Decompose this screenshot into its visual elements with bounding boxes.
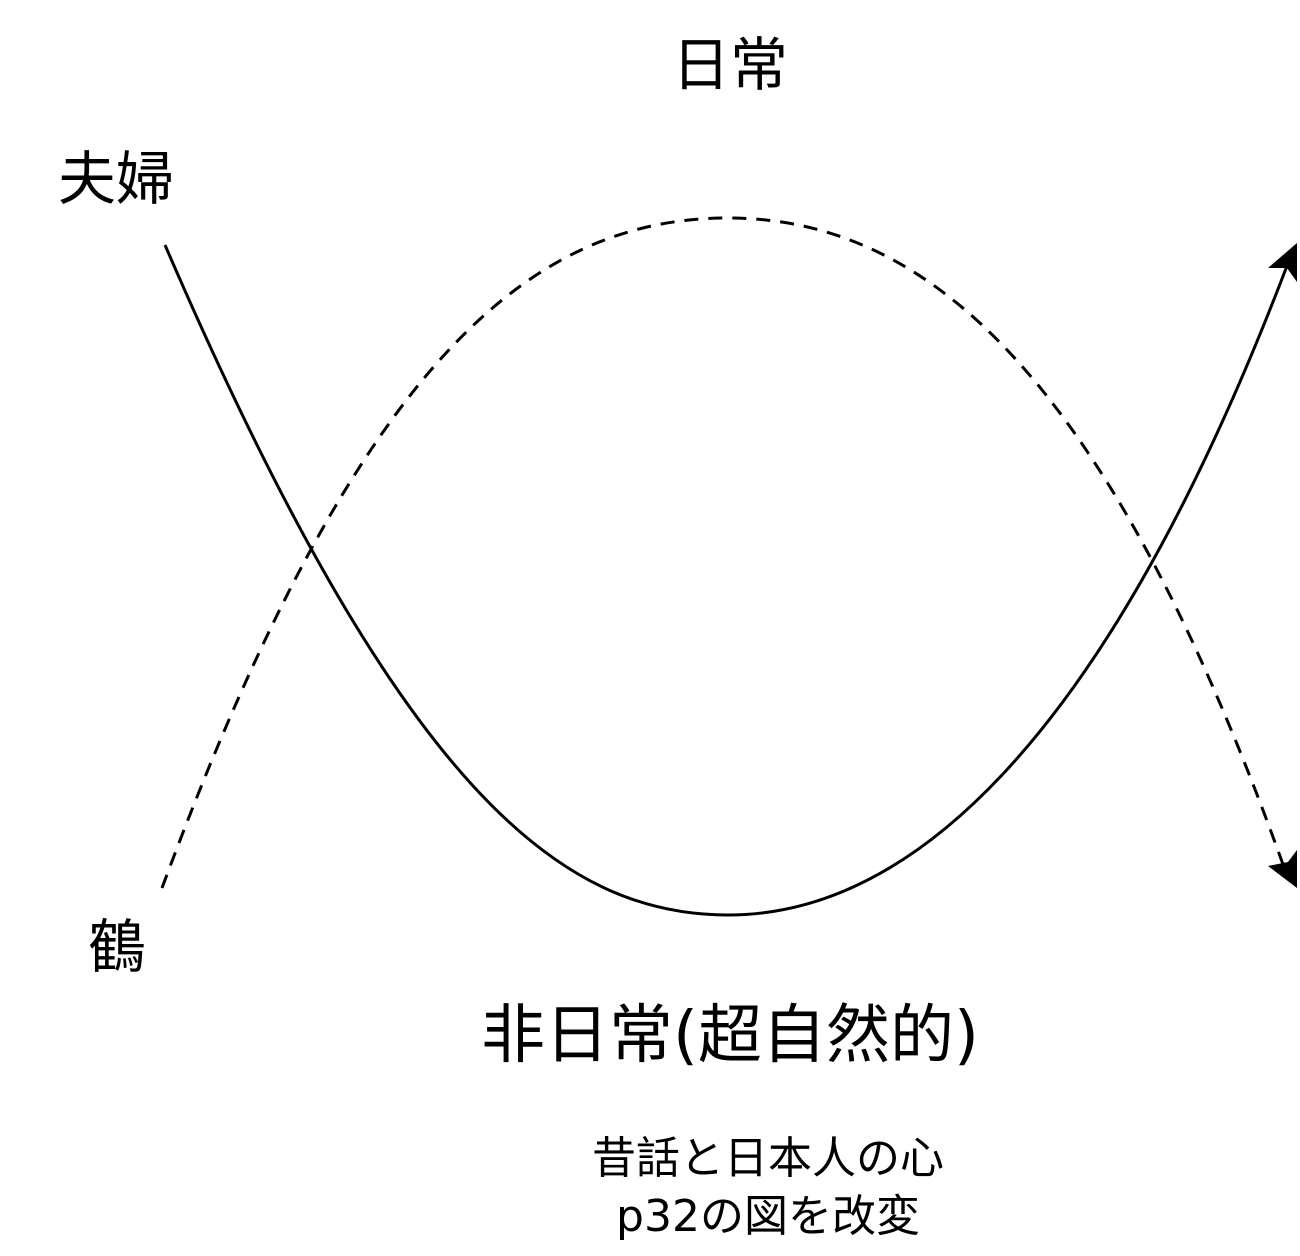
dashed-arrowhead xyxy=(1268,850,1297,888)
crane-label: 鶴 xyxy=(88,913,147,981)
non-ordinary-label: 非日常(超自然的) xyxy=(481,999,979,1073)
source-note-line2: p32の図を改変 xyxy=(616,1191,920,1242)
solid-arrowhead xyxy=(1268,243,1297,282)
couple-label: 夫婦 xyxy=(58,145,175,213)
ordinary-label: 日常 xyxy=(671,31,788,99)
couple-solid-curve xyxy=(163,244,1292,917)
crane-dashed-curve xyxy=(160,216,1287,889)
source-note: 昔話と日本人の心 p32の図を改変 xyxy=(0,1130,1300,1246)
source-note-line1: 昔話と日本人の心 xyxy=(592,1133,944,1184)
